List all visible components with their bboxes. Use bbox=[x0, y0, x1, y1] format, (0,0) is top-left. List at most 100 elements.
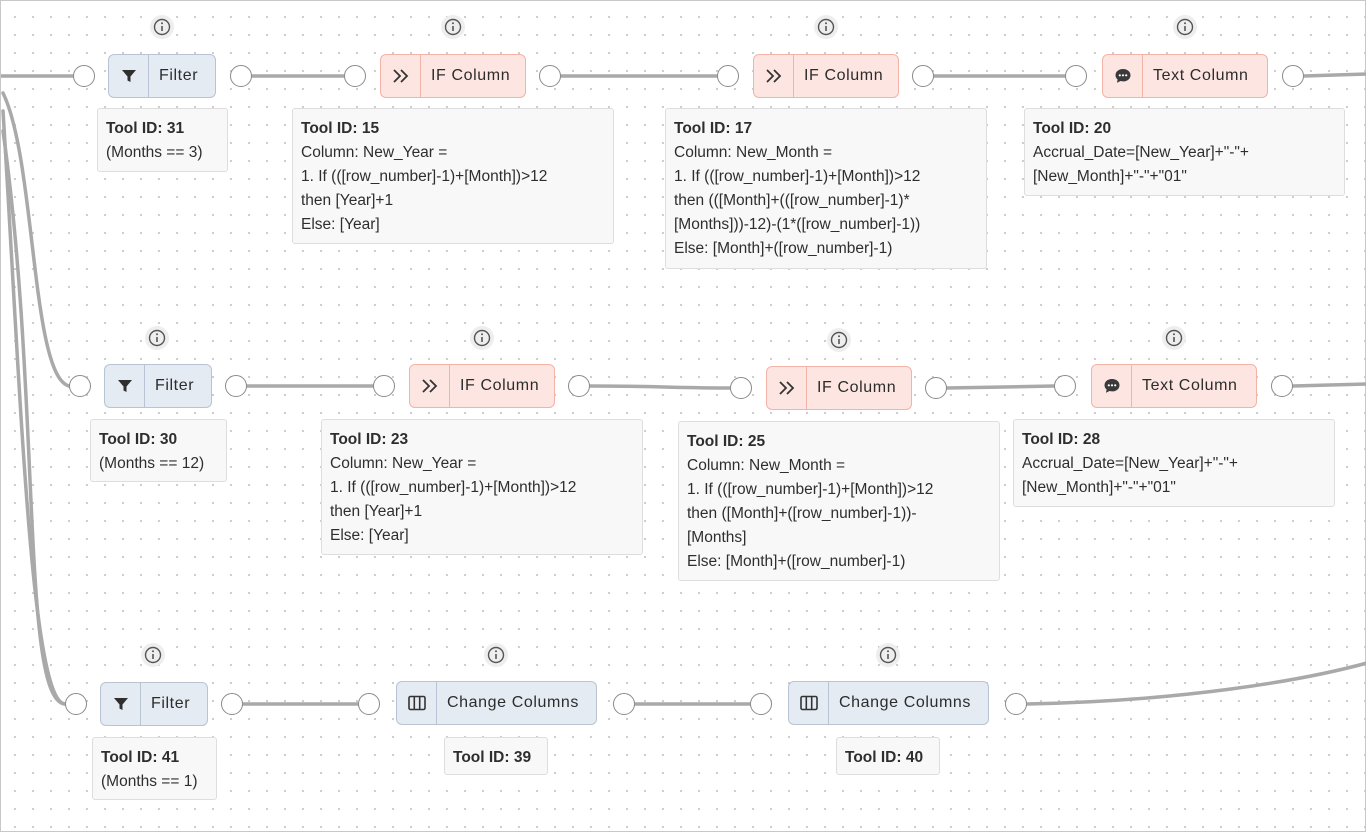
text-column-node-20[interactable]: Text Column bbox=[1102, 54, 1268, 98]
tool-id: Tool ID: 15 bbox=[301, 120, 380, 137]
output-port[interactable] bbox=[230, 65, 252, 87]
wire-branch-row2 bbox=[1, 91, 71, 388]
tool-id: Tool ID: 17 bbox=[674, 120, 753, 137]
change-columns-node-40[interactable]: Change Columns bbox=[788, 681, 989, 725]
tool-id: Tool ID: 28 bbox=[1022, 431, 1101, 448]
annotation-note: Tool ID: 15 Column: New_Year = 1. If (([… bbox=[292, 108, 614, 244]
annotation-note: Tool ID: 30 (Months == 12) bbox=[90, 419, 227, 482]
tool-id: Tool ID: 40 bbox=[845, 749, 924, 766]
note-line: Else: [Year] bbox=[301, 216, 380, 233]
input-port[interactable] bbox=[344, 65, 366, 87]
change-columns-node-39[interactable]: Change Columns bbox=[396, 681, 597, 725]
annotation-note: Tool ID: 41 (Months == 1) bbox=[92, 737, 217, 800]
input-port[interactable] bbox=[750, 693, 772, 715]
columns-icon bbox=[789, 682, 829, 724]
info-icon[interactable] bbox=[876, 643, 900, 667]
info-icon[interactable] bbox=[145, 326, 169, 350]
output-port[interactable] bbox=[539, 65, 561, 87]
if-column-node-23[interactable]: IF Column bbox=[409, 364, 555, 408]
input-port[interactable] bbox=[69, 375, 91, 397]
annotation-note: Tool ID: 23 Column: New_Year = 1. If (([… bbox=[321, 419, 643, 555]
if-column-node-25[interactable]: IF Column bbox=[766, 366, 912, 410]
input-port[interactable] bbox=[1054, 375, 1076, 397]
input-port[interactable] bbox=[358, 693, 380, 715]
input-port[interactable] bbox=[730, 377, 752, 399]
info-icon[interactable] bbox=[814, 15, 838, 39]
input-port[interactable] bbox=[73, 65, 95, 87]
note-line: Column: New_Month = bbox=[687, 457, 846, 474]
note-line: (Months == 12) bbox=[99, 455, 205, 472]
note-line: Column: New_Month = bbox=[674, 144, 833, 161]
note-line: then [Year]+1 bbox=[301, 192, 394, 209]
output-port[interactable] bbox=[225, 375, 247, 397]
output-port[interactable] bbox=[568, 375, 590, 397]
input-port[interactable] bbox=[65, 693, 87, 715]
note-line: Accrual_Date=[New_Year]+"-"+ bbox=[1022, 455, 1238, 472]
output-port[interactable] bbox=[912, 65, 934, 87]
note-line: [New_Month]+"-"+"01" bbox=[1022, 479, 1176, 496]
text-column-node-28[interactable]: Text Column bbox=[1091, 364, 1257, 408]
note-line: then [Year]+1 bbox=[330, 503, 423, 520]
note-line: 1. If (([row_number]-1)+[Month])>12 bbox=[330, 479, 577, 496]
info-icon[interactable] bbox=[470, 326, 494, 350]
double-chevron-icon bbox=[410, 365, 450, 407]
node-label: IF Column bbox=[460, 377, 540, 394]
node-label: IF Column bbox=[817, 379, 897, 396]
funnel-icon bbox=[109, 55, 149, 97]
node-label: IF Column bbox=[804, 67, 884, 84]
chat-bubble-icon bbox=[1103, 55, 1143, 97]
if-column-node-15[interactable]: IF Column bbox=[380, 54, 526, 98]
node-label: Change Columns bbox=[447, 694, 580, 711]
info-icon[interactable] bbox=[1173, 15, 1197, 39]
info-icon[interactable] bbox=[1162, 326, 1186, 350]
info-icon[interactable] bbox=[150, 15, 174, 39]
wire-20-out bbox=[1302, 72, 1366, 78]
output-port[interactable] bbox=[1271, 375, 1293, 397]
tool-id: Tool ID: 23 bbox=[330, 431, 409, 448]
note-line: Column: New_Year = bbox=[301, 144, 448, 161]
note-line: 1. If (([row_number]-1)+[Month])>12 bbox=[687, 481, 934, 498]
output-port[interactable] bbox=[925, 377, 947, 399]
note-line: Else: [Year] bbox=[330, 527, 409, 544]
input-port[interactable] bbox=[373, 375, 395, 397]
columns-icon bbox=[397, 682, 437, 724]
funnel-icon bbox=[101, 683, 141, 725]
double-chevron-icon bbox=[754, 55, 794, 97]
info-icon[interactable] bbox=[484, 643, 508, 667]
note-line: 1. If (([row_number]-1)+[Month])>12 bbox=[301, 168, 548, 185]
info-icon[interactable] bbox=[827, 328, 851, 352]
info-icon[interactable] bbox=[141, 643, 165, 667]
annotation-note: Tool ID: 25 Column: New_Month = 1. If ((… bbox=[678, 421, 1000, 581]
output-port[interactable] bbox=[1282, 65, 1304, 87]
output-port[interactable] bbox=[613, 693, 635, 715]
annotation-note: Tool ID: 17 Column: New_Month = 1. If ((… bbox=[665, 108, 987, 269]
tool-id: Tool ID: 25 bbox=[687, 433, 766, 450]
wire-branch-row3b bbox=[1, 129, 67, 706]
input-port[interactable] bbox=[717, 65, 739, 87]
filter-node-31[interactable]: Filter bbox=[108, 54, 216, 98]
wire-40-out bbox=[1025, 661, 1366, 706]
chat-bubble-icon bbox=[1092, 365, 1132, 407]
if-column-node-17[interactable]: IF Column bbox=[753, 54, 899, 98]
annotation-note: Tool ID: 39 bbox=[444, 737, 548, 775]
input-port[interactable] bbox=[1065, 65, 1087, 87]
output-port[interactable] bbox=[221, 693, 243, 715]
filter-node-30[interactable]: Filter bbox=[104, 364, 212, 408]
wire-branch-row3 bbox=[1, 109, 67, 706]
tool-id: Tool ID: 20 bbox=[1033, 120, 1112, 137]
double-chevron-icon bbox=[381, 55, 421, 97]
note-line: [Months] bbox=[687, 529, 747, 546]
node-label: Filter bbox=[155, 377, 195, 394]
tool-id: Tool ID: 41 bbox=[101, 749, 180, 766]
info-icon[interactable] bbox=[441, 15, 465, 39]
note-line: then (([Month]+(([row_number]-1)* bbox=[674, 192, 910, 209]
filter-node-41[interactable]: Filter bbox=[100, 682, 208, 726]
note-line: (Months == 1) bbox=[101, 773, 198, 790]
output-port[interactable] bbox=[1005, 693, 1027, 715]
node-label: Filter bbox=[159, 67, 199, 84]
note-line: (Months == 3) bbox=[106, 144, 203, 161]
tool-id: Tool ID: 31 bbox=[106, 120, 185, 137]
annotation-note: Tool ID: 20 Accrual_Date=[New_Year]+"-"+… bbox=[1024, 108, 1345, 196]
